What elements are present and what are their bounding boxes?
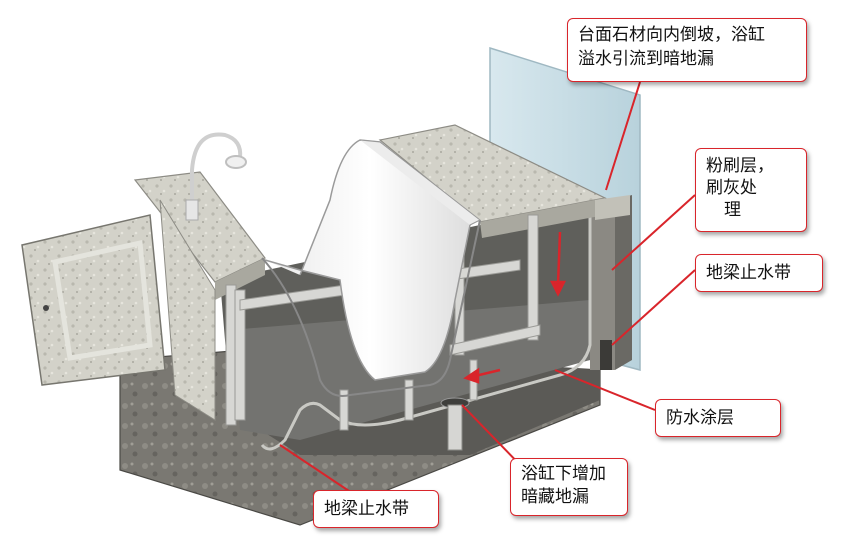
callout-line: 浴缸下增加 [521,464,606,484]
leader-lines [279,81,696,496]
access-panel-door [21,214,166,386]
callout-line: 台面石材向内倒坡，浴缸 [578,25,765,45]
callout-line: 溢水引流到暗地漏 [578,49,714,69]
callout-hidden-drain: 浴缸下增加 暗藏地漏 [510,458,628,516]
callout-line: 暗藏地漏 [521,487,589,507]
callout-ground-beam-left: 地梁止水带 [313,490,439,528]
callout-line: 粉刷层， [706,156,774,176]
callout-line: 地梁止水带 [324,499,409,519]
bathtub [261,139,481,397]
callout-line: 刷灰处 [706,178,757,198]
callout-plaster-layer: 粉刷层， 刷灰处 理 [695,148,807,232]
callout-countertop-slope: 台面石材向内倒坡，浴缸 溢水引流到暗地漏 [567,18,807,82]
callout-line: 防水涂层 [666,408,734,428]
water-flow-arrows [463,231,567,384]
callout-line: 地梁止水带 [706,263,791,283]
callout-ground-beam-right: 地梁止水带 [695,254,823,292]
callout-waterproof-coating: 防水涂层 [655,399,781,437]
faucet [185,132,247,221]
right-countertop [378,124,630,238]
right-wall [590,195,632,370]
left-countertop [133,171,266,421]
callout-line: 理 [724,200,741,220]
